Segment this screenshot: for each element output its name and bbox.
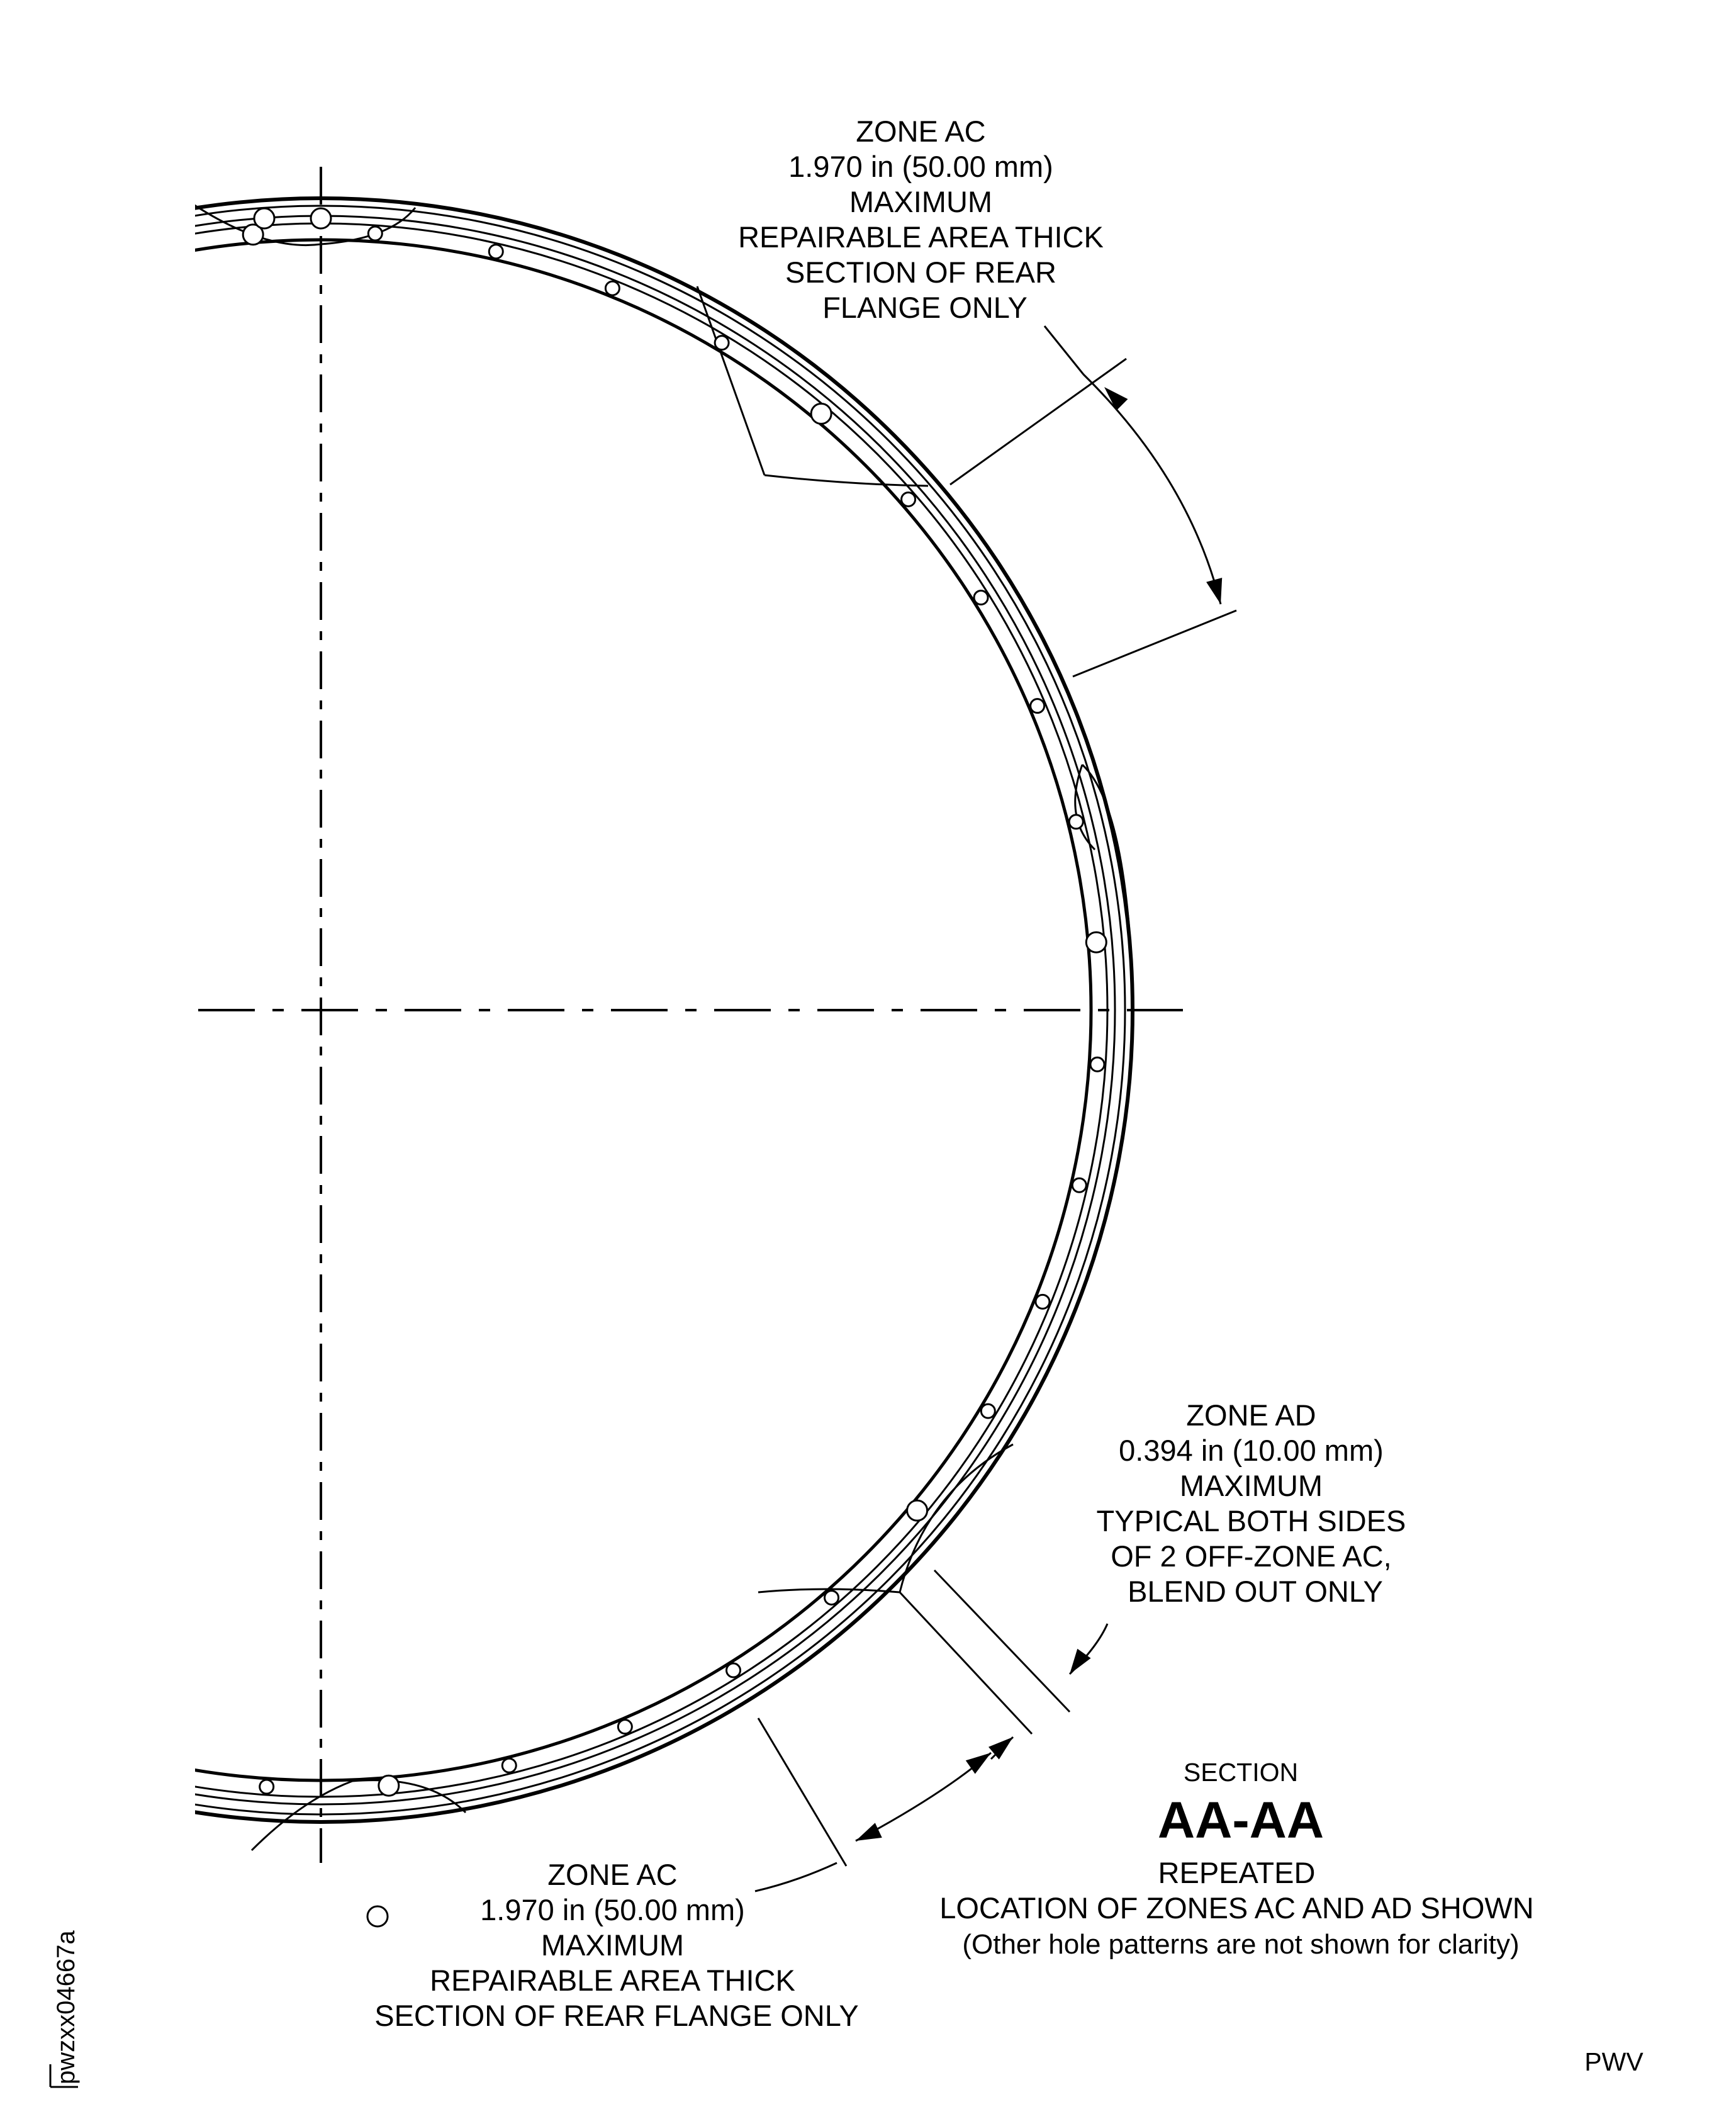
zone-ac-bottom-line: ZONE AC (547, 1858, 677, 1891)
section-id: AA-AA (1158, 1792, 1324, 1849)
ring-contour (195, 205, 1126, 1816)
zone-boundary-arc (758, 1588, 900, 1594)
dimension-arrow (1104, 387, 1128, 411)
zone-ad-line: MAXIMUM (1180, 1469, 1323, 1502)
zone-ac-bottom-line: MAXIMUM (541, 1928, 684, 1962)
section-caption-line: (Other hole patterns are not shown for c… (962, 1929, 1519, 1960)
zone-boundary-arc (352, 1779, 467, 1814)
bolt-hole (1029, 698, 1046, 714)
section-caption: REPEATED LOCATION OF ZONES AC AND AD SHO… (939, 1856, 1542, 1960)
ring-contour (195, 196, 1134, 1824)
figure-code: pwzxx04667a (52, 1930, 80, 2084)
bolt-hole (714, 335, 730, 351)
zone-ac-top-line: REPAIRABLE AREA THICK (738, 220, 1104, 254)
bolt-hole (253, 207, 276, 230)
bolt-hole (980, 1403, 996, 1419)
zone-ac-bottom-line: REPAIRABLE AREA THICK (430, 1964, 795, 1997)
zone-ac-top-line: SECTION OF REAR (785, 256, 1056, 289)
zone-ac-top-note: ZONE AC 1.970 in (50.00 mm) MAXIMUM REPA… (738, 115, 1112, 324)
bolt-hole (488, 244, 504, 260)
zone-ac-bottom-note: ZONE AC 1.970 in (50.00 mm) MAXIMUM REPA… (374, 1858, 859, 2032)
extension-line (899, 1591, 1033, 1735)
zone-ac-bottom-line: SECTION OF REAR FLANGE ONLY (374, 1999, 859, 2032)
bolt-hole (378, 1774, 400, 1797)
zone-boundary-arc (696, 286, 766, 476)
bolt-hole (367, 225, 383, 242)
section-caption-line: REPEATED (1158, 1856, 1316, 1889)
zone-ad-line: ZONE AD (1186, 1398, 1316, 1432)
dimension-arrow (1206, 577, 1223, 604)
corner-code: PWV (1584, 2047, 1644, 2076)
bolt-hole (824, 1590, 840, 1606)
extension-line (933, 1569, 1071, 1713)
dimension-arc (754, 1862, 837, 1892)
extension-line (1072, 609, 1237, 678)
ring-contour (195, 238, 1093, 1782)
bolt-hole (310, 207, 332, 230)
bolt-hole (1071, 1177, 1087, 1193)
bolt-hole (1034, 1293, 1051, 1310)
bolt-hole (617, 1719, 633, 1735)
zone-ad-line: OF 2 OFF-ZONE AC, (1111, 1539, 1392, 1573)
bolt-hole (259, 1779, 275, 1795)
dimension-arc (1082, 373, 1222, 605)
zone-ac-bottom-line: 1.970 in (50.00 mm) (480, 1893, 745, 1926)
zone-ad-line: TYPICAL BOTH SIDES (1097, 1504, 1406, 1538)
zone-boundary-arc (899, 1443, 1014, 1593)
bolt-hole (139, 245, 153, 259)
zone-boundary-arc (250, 1780, 353, 1852)
zone-boundary-arcs (195, 204, 1134, 1852)
zone-ad-line: 0.394 in (10.00 mm) (1119, 1434, 1384, 1467)
dimension-arrow (965, 1753, 991, 1774)
zone-ac-top-line: MAXIMUM (849, 185, 992, 218)
bolt-hole (906, 1499, 929, 1522)
zone-ac-top-line: 1.970 in (50.00 mm) (788, 150, 1053, 183)
extension-line (949, 357, 1127, 486)
zone-ac-top-line: ZONE AC (856, 115, 985, 148)
bolt-hole (604, 280, 620, 296)
zone-boundary-arc (1081, 763, 1134, 989)
bolt-hole (900, 491, 917, 507)
zone-ad-line: BLEND OUT ONLY (1128, 1575, 1383, 1608)
bolt-holes (23, 207, 1107, 1928)
dimension-arc (1043, 325, 1085, 375)
bolt-hole (973, 589, 989, 605)
dimension-arrow (1070, 1648, 1091, 1674)
zone-ad-note: ZONE AD 0.394 in (10.00 mm) MAXIMUM TYPI… (1097, 1398, 1414, 1608)
zone-ac-top-line: FLANGE ONLY (822, 291, 1028, 324)
section-prefix: SECTION (1184, 1758, 1298, 1787)
bolt-hole (366, 1905, 389, 1928)
bolt-hole (725, 1662, 742, 1678)
bolt-hole (810, 402, 832, 425)
bolt-hole (501, 1757, 517, 1774)
bolt-hole (1089, 1056, 1106, 1072)
bolt-hole (1068, 814, 1084, 830)
dimension-lines (754, 325, 1237, 1892)
bolt-hole (23, 281, 36, 295)
zone-boundary-arc (1074, 764, 1096, 851)
bolt-hole (242, 223, 264, 246)
bolt-hole (139, 1762, 153, 1775)
section-caption-line: LOCATION OF ZONES AC AND AD SHOWN (939, 1891, 1533, 1925)
bolt-hole (1085, 931, 1107, 953)
zone-boundary-arc (764, 474, 929, 487)
dimension-arrow (856, 1823, 882, 1841)
extension-line (757, 1718, 848, 1867)
dimension-arrow (988, 1737, 1013, 1760)
